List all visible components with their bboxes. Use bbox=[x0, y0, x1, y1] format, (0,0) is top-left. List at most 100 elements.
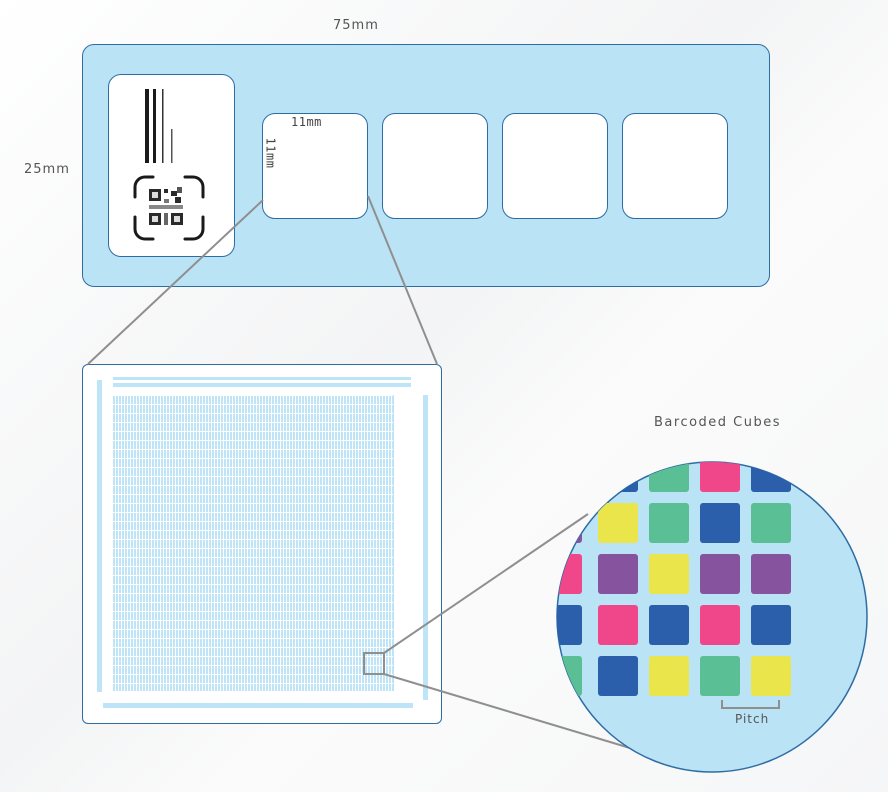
cube-column bbox=[383, 395, 385, 691]
cube-column bbox=[170, 395, 172, 691]
cube-green bbox=[700, 656, 740, 696]
cube-column bbox=[158, 395, 160, 691]
cube-yellow bbox=[649, 554, 689, 594]
cube-column bbox=[113, 395, 115, 691]
row-gap bbox=[113, 530, 393, 531]
cube-column bbox=[347, 395, 349, 691]
row-gap bbox=[113, 485, 393, 486]
cube-column bbox=[269, 395, 271, 691]
slide-height-label: 25mm bbox=[24, 162, 70, 177]
border-top bbox=[113, 377, 411, 380]
cube-column bbox=[326, 395, 328, 691]
border-top bbox=[113, 383, 411, 387]
cube-purple bbox=[598, 554, 638, 594]
cube-column bbox=[374, 395, 376, 691]
cube-column bbox=[254, 395, 256, 691]
row-gap bbox=[113, 584, 393, 585]
cube-column bbox=[308, 395, 310, 691]
cube-column bbox=[371, 395, 373, 691]
cube-column bbox=[278, 395, 280, 691]
cube-column bbox=[311, 395, 313, 691]
cube-column bbox=[164, 395, 166, 691]
row-gap bbox=[113, 656, 393, 657]
cube-blue bbox=[700, 503, 740, 543]
cube-pink bbox=[598, 605, 638, 645]
cube-column bbox=[227, 395, 229, 691]
cube-column bbox=[275, 395, 277, 691]
row-gap bbox=[113, 602, 393, 603]
row-gap bbox=[113, 413, 393, 414]
cube-column bbox=[359, 395, 361, 691]
cube-column bbox=[188, 395, 190, 691]
cube-column bbox=[200, 395, 202, 691]
cube-column bbox=[182, 395, 184, 691]
cube-yellow bbox=[649, 656, 689, 696]
row-gap bbox=[113, 674, 393, 675]
cube-column bbox=[143, 395, 145, 691]
cube-purple bbox=[700, 554, 740, 594]
row-gap bbox=[113, 458, 393, 459]
cube-pink bbox=[557, 554, 582, 594]
cube-green bbox=[649, 462, 689, 492]
cube-column bbox=[176, 395, 178, 691]
cube-column bbox=[350, 395, 352, 691]
row-gap bbox=[113, 593, 393, 594]
row-gap bbox=[113, 683, 393, 684]
cube-column bbox=[257, 395, 259, 691]
cube-column bbox=[224, 395, 226, 691]
cube-column bbox=[323, 395, 325, 691]
cube-column bbox=[140, 395, 142, 691]
cube-column bbox=[116, 395, 118, 691]
barcode-icon bbox=[145, 89, 173, 163]
row-gap bbox=[113, 638, 393, 639]
cube-column bbox=[248, 395, 250, 691]
chip-magnified-view bbox=[82, 364, 442, 724]
cube-column bbox=[230, 395, 232, 691]
cube-column bbox=[377, 395, 379, 691]
pitch-label: Pitch bbox=[735, 712, 770, 726]
cube-pink bbox=[700, 605, 740, 645]
cube-column bbox=[272, 395, 274, 691]
cube-column bbox=[290, 395, 292, 691]
cube-array-pattern bbox=[97, 377, 428, 708]
cube-column bbox=[137, 395, 139, 691]
cube-column bbox=[146, 395, 148, 691]
cube-column bbox=[320, 395, 322, 691]
cube-column bbox=[332, 395, 334, 691]
cube-column bbox=[185, 395, 187, 691]
cube-yellow bbox=[598, 503, 638, 543]
row-gap bbox=[113, 422, 393, 423]
cube-green bbox=[751, 503, 791, 543]
cube-blue bbox=[557, 605, 582, 645]
row-gap bbox=[113, 512, 393, 513]
cube-column bbox=[245, 395, 247, 691]
leader-line bbox=[367, 195, 438, 365]
cube-column bbox=[197, 395, 199, 691]
cube-yellow bbox=[751, 656, 791, 696]
row-gap bbox=[113, 629, 393, 630]
cube-column bbox=[266, 395, 268, 691]
well-4 bbox=[622, 113, 728, 219]
cube-column bbox=[344, 395, 346, 691]
magnified-title: Barcoded Cubes bbox=[654, 415, 782, 430]
cube-column bbox=[167, 395, 169, 691]
border-bottom bbox=[103, 703, 413, 708]
cube-column bbox=[203, 395, 205, 691]
cube-column bbox=[365, 395, 367, 691]
cube-column bbox=[356, 395, 358, 691]
cube-column bbox=[155, 395, 157, 691]
cube-column bbox=[329, 395, 331, 691]
cube-column bbox=[128, 395, 130, 691]
cube-column bbox=[242, 395, 244, 691]
cube-column bbox=[236, 395, 238, 691]
cube-column bbox=[338, 395, 340, 691]
row-gap bbox=[113, 611, 393, 612]
cube-column bbox=[122, 395, 124, 691]
well-1: 11mm 11mm bbox=[262, 113, 368, 219]
cube-column bbox=[119, 395, 121, 691]
cube-column bbox=[335, 395, 337, 691]
cube-column bbox=[305, 395, 307, 691]
cube-column bbox=[131, 395, 133, 691]
cube-column bbox=[341, 395, 343, 691]
